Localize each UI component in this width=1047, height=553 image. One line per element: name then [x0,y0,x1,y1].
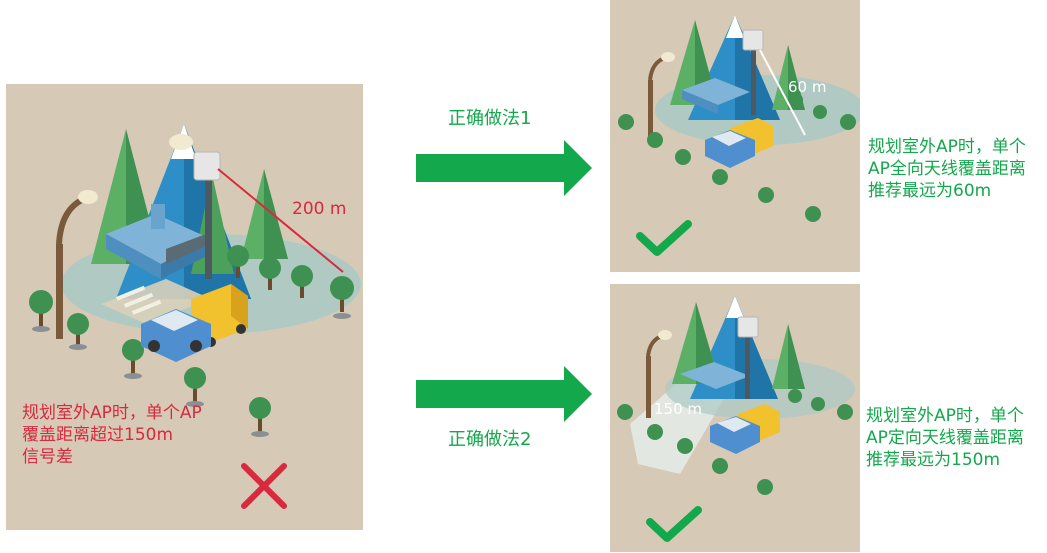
blue-car [141,309,211,362]
distance-label: 150 m [654,400,703,418]
method1-scene-illustration [618,15,860,256]
distance-line [217,168,344,273]
arrow-right-icon [416,140,592,196]
method1-caption: 规划室外AP时，单个 AP全向天线覆盖距离 推荐最远为60m [868,137,1026,201]
ap-pole [205,174,212,279]
check-icon [646,506,702,542]
cross-icon [241,463,287,509]
distance-label: 60 m [788,78,827,96]
ap-device [193,151,221,181]
check-icon [636,220,692,256]
method1-label: 正确做法1 [448,108,532,129]
method1-scene-panel: 60 m [610,0,860,272]
distance-label: 200 m [292,199,347,219]
distance-line [759,49,806,136]
wrong-caption: 规划室外AP时，单个AP 覆盖距离超过150m 信号差 [22,403,202,467]
method2-scene-illustration [617,296,855,542]
method2-scene-panel: 150 m [610,284,860,552]
method2-label: 正确做法2 [448,429,532,450]
method2-caption: 规划室外AP时，单个 AP定向天线覆盖距离 推荐最远为150m [866,406,1024,470]
wrong-scene-panel: 200 m 规划室外AP时，单个AP 覆盖距离超过150m 信号差 [6,84,363,530]
small-trees [29,245,354,437]
wrong-scene-illustration [29,124,361,509]
arrow-right-icon [416,366,592,422]
street-lamp [56,244,63,339]
